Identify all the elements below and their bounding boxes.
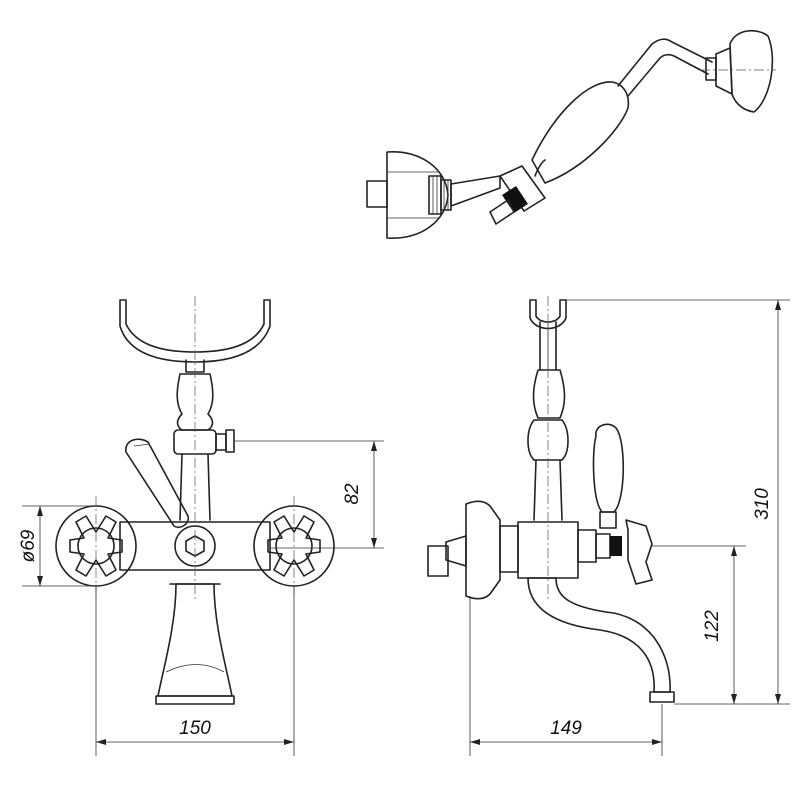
- dim-122: 122: [702, 610, 723, 642]
- shower-head: [729, 29, 774, 113]
- spout-outlet: [649, 691, 675, 703]
- front-view: [55, 296, 335, 705]
- shower-handle: [531, 81, 630, 184]
- side-upper-column: [532, 369, 566, 419]
- spout-front: [157, 583, 233, 697]
- wall-nut: [366, 180, 388, 208]
- wall-flange: [386, 151, 449, 239]
- side-cross-handle: [625, 519, 653, 585]
- side-cradle: [529, 299, 567, 330]
- side-view: [427, 296, 675, 703]
- diverter-lever: [125, 438, 190, 529]
- dim-310: 310: [752, 488, 773, 520]
- dim-diameter-69: ø69: [18, 529, 39, 562]
- dim-149: 149: [550, 718, 582, 739]
- dim-82: 82: [342, 483, 363, 505]
- shower-cradle: [119, 299, 271, 363]
- dimensions: ø69 82 150 310 122 149: [18, 299, 790, 756]
- holder-arm: [450, 175, 501, 207]
- side-lever: [592, 423, 625, 513]
- dim-150: 150: [179, 718, 211, 739]
- side-flange: [465, 500, 501, 600]
- side-inlet: [427, 545, 449, 577]
- hand-shower-view: [366, 29, 776, 239]
- side-spout: [527, 577, 671, 693]
- mixer-body: [119, 521, 271, 571]
- swivel-band: [502, 186, 528, 213]
